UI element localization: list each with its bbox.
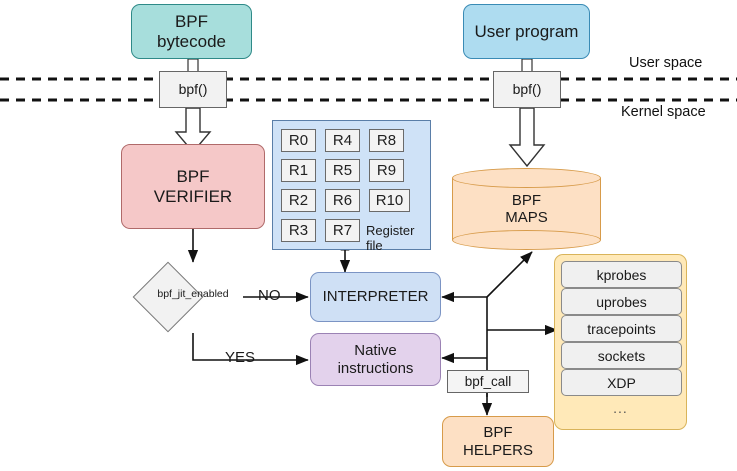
user-program-label: User program [474,21,579,41]
edge-label-yes: YES [225,349,256,366]
hook-item-xdp[interactable]: XDP [561,369,682,396]
bpf-maps-cylinder-bottom [452,230,601,250]
syscall-bpf-left[interactable]: bpf() [159,71,227,108]
hook-item-tracepoints[interactable]: tracepoints [561,315,682,342]
hook-item-uprobes[interactable]: uprobes [561,288,682,315]
syscall-bpf-left-label: bpf() [178,81,208,98]
bpf-helpers-line1: BPF [483,424,513,442]
hooks-container: kprobes uprobes tracepoints sockets XDP … [554,254,687,430]
bpf-maps-line2: MAPS [505,209,548,226]
node-bpf-maps[interactable]: BPF MAPS [452,168,601,250]
bpf-maps-cylinder-top [452,168,601,188]
node-bpf-verifier[interactable]: BPF VERIFIER [121,144,265,229]
register-r6[interactable]: R6 [325,189,360,212]
bpf-bytecode-line1: BPF [174,11,209,31]
edge-label-no: NO [258,287,281,304]
node-bpf-bytecode[interactable]: BPF bytecode [131,4,252,59]
register-r2[interactable]: R2 [281,189,316,212]
node-user-program[interactable]: User program [463,4,590,59]
register-r5[interactable]: R5 [325,159,360,182]
bpf-call-label: bpf_call [464,374,512,389]
native-instructions-line2: instructions [337,359,414,377]
register-r0[interactable]: R0 [281,129,316,152]
register-r4[interactable]: R4 [325,129,360,152]
bpf-maps-line1: BPF [511,192,542,209]
register-r10[interactable]: R10 [369,189,410,212]
hook-item-sockets[interactable]: sockets [561,342,682,369]
node-interpreter[interactable]: INTERPRETER [310,272,441,322]
hook-item-more: ... [613,400,628,416]
register-file-caption: Register file [366,223,415,253]
bpf-bytecode-line2: bytecode [157,31,226,51]
register-r8[interactable]: R8 [369,129,404,152]
bpf-verifier-line2: VERIFIER [153,186,233,206]
register-r3[interactable]: R3 [281,219,316,242]
register-file-panel: R0 R1 R2 R3 R4 R5 R6 R7 R8 R9 R10 Regist… [272,120,431,253]
register-r9[interactable]: R9 [369,159,404,182]
node-bpf-helpers[interactable]: BPF HELPERS [442,416,554,467]
node-bpf-call[interactable]: bpf_call [447,370,529,393]
native-instructions-line1: Native [354,342,397,360]
syscall-bpf-right[interactable]: bpf() [493,71,561,108]
syscall-bpf-right-label: bpf() [512,81,542,98]
label-user-space: User space [629,55,703,71]
node-native-instructions[interactable]: Native instructions [310,333,441,386]
label-kernel-space: Kernel space [621,104,706,120]
bpf-verifier-line1: BPF [176,166,210,186]
bpf-helpers-line2: HELPERS [462,441,534,459]
register-r1[interactable]: R1 [281,159,316,182]
register-r7[interactable]: R7 [325,219,360,242]
interpreter-label: INTERPRETER [322,288,429,306]
decision-bpf-jit-enabled-label: bpf_jit_enabled [157,288,229,300]
hook-item-kprobes[interactable]: kprobes [561,261,682,288]
